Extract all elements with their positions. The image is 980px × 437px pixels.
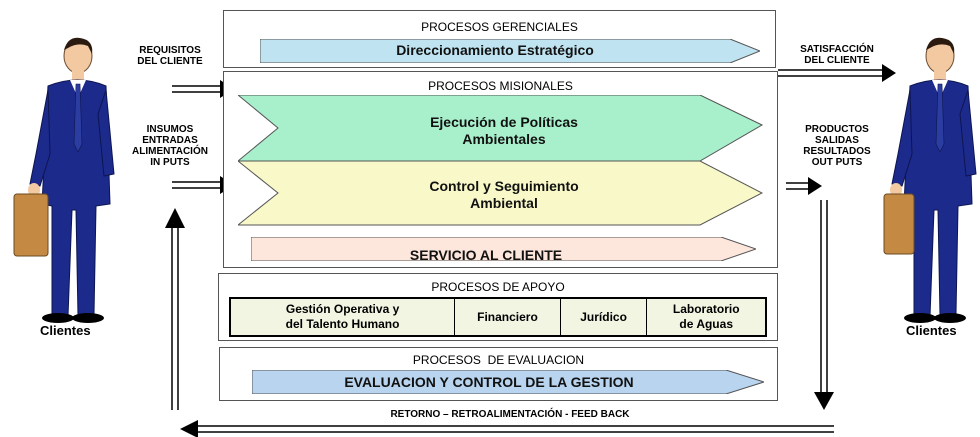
briefcase-icon: [883, 193, 915, 255]
misionales-panel: PROCESOS MISIONALES Ejecución de Polític…: [223, 71, 778, 268]
client-figure-right: [883, 37, 977, 323]
apoyo-panel: PROCESOS DE APOYO Gestión Operativa y de…: [218, 273, 778, 341]
client-figure-left: [13, 37, 115, 323]
arrow-down-icon: [814, 200, 834, 410]
arrow-up-icon: [165, 208, 185, 410]
servicio-arrow: [251, 237, 756, 261]
evaluacion-panel: PROCESOS DE EVALUACION EVALUACION Y CONT…: [219, 347, 778, 401]
client-caption-right: Clientes: [906, 323, 957, 338]
apoyo-cell-juridico: Jurídico: [561, 299, 648, 335]
misionales-chevrons: [238, 95, 764, 226]
apoyo-header: PROCESOS DE APOYO: [431, 280, 565, 294]
gerenciales-arrow: [260, 39, 760, 63]
apoyo-table: Gestión Operativa y del Talento Humano F…: [229, 297, 767, 337]
gerenciales-header: PROCESOS GERENCIALES: [421, 20, 578, 34]
evaluacion-arrow: [252, 370, 764, 394]
gerenciales-panel: PROCESOS GERENCIALES Direccionamiento Es…: [223, 10, 776, 68]
arrow-feedback-icon: [180, 420, 834, 437]
feedback-label: RETORNO – RETROALIMENTACIÓN - FEED BACK: [390, 409, 630, 420]
apoyo-cell-financiero: Financiero: [455, 299, 561, 335]
apoyo-cell-laboratorio: Laboratorio de Aguas: [672, 302, 740, 331]
servicio-item: SERVICIO AL CLIENTE: [409, 247, 563, 263]
evaluacion-header: PROCESOS DE EVALUACION: [412, 353, 585, 367]
briefcase-icon: [13, 193, 49, 257]
gerenciales-item: Direccionamiento Estratégico: [396, 42, 594, 58]
evaluacion-item: EVALUACION Y CONTROL DE LA GESTION: [344, 374, 634, 390]
apoyo-cell-gestion: Gestión Operativa y del Talento Humano: [231, 299, 456, 335]
misionales-header: PROCESOS MISIONALES: [428, 79, 573, 93]
arrow-productos-icon: [786, 177, 822, 195]
arrow-satisfaccion-icon: [778, 64, 896, 82]
client-caption-left: Clientes: [40, 323, 91, 338]
